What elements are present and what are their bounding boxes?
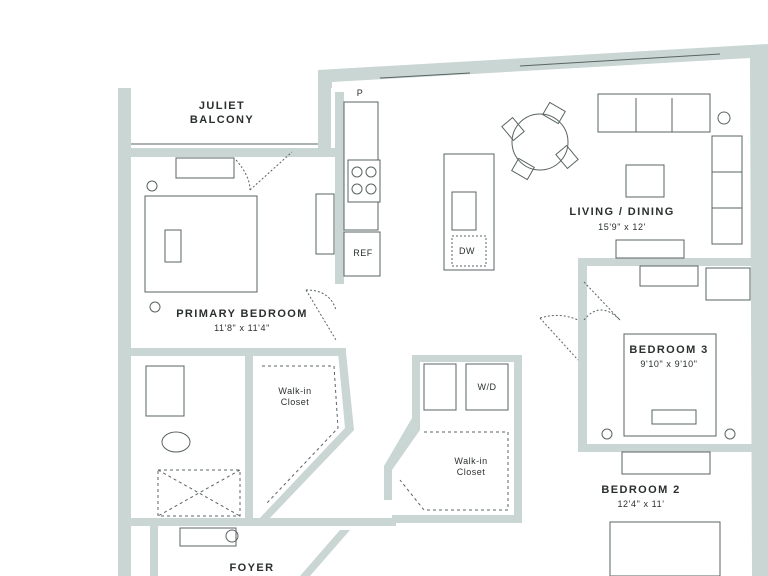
bed3-dresser — [639, 265, 699, 287]
bed2-bed — [609, 521, 721, 576]
wall-balcony — [131, 148, 336, 157]
window-top-1 — [379, 72, 471, 79]
door-primary — [305, 289, 337, 341]
lamp-living — [717, 111, 731, 125]
wall-bed3-top — [578, 258, 768, 266]
foyer-label: FOYER — [229, 562, 275, 574]
wall-bath-bottom — [131, 518, 396, 526]
wall-kitchen-left — [318, 70, 331, 152]
bed3-nightstand-2 — [724, 428, 736, 440]
nightstand-2 — [149, 301, 161, 313]
primary-desk — [315, 193, 335, 255]
bedroom2-dim: 12'4" x 11' — [617, 499, 665, 509]
burner-4 — [365, 183, 377, 195]
primary-bedroom-dim: 11'8" x 11'4" — [214, 323, 270, 333]
door-closet — [539, 314, 579, 361]
wall-closet2-diag — [384, 418, 420, 500]
foyer-console — [179, 527, 237, 547]
toilet — [161, 431, 191, 453]
wall-bath-right — [245, 352, 253, 520]
island-sink — [451, 191, 477, 231]
bedroom3-label: BEDROOM 3 — [629, 344, 709, 356]
foyer-light — [225, 529, 239, 543]
burner-2 — [365, 166, 377, 178]
door-bed3 — [583, 281, 621, 321]
shower — [157, 469, 241, 517]
wall-kitchen-lower — [335, 92, 344, 284]
chair-1 — [501, 116, 525, 142]
tv-console — [615, 239, 685, 259]
walkin-closet-1-line1: Walk-in — [278, 386, 312, 396]
bed3-bed — [623, 333, 717, 437]
wd-label: W/D — [477, 382, 497, 392]
wall-primary-bottom — [131, 348, 346, 356]
wall-foyer-diag — [300, 530, 350, 576]
wall-closet2-bottom — [392, 515, 522, 523]
side-sofa — [711, 135, 743, 245]
wall-closet2-right — [514, 355, 522, 523]
dishwasher — [451, 235, 487, 267]
living-dining-label: LIVING / DINING — [569, 206, 675, 218]
wall-closet-diag — [258, 352, 354, 520]
primary-pillow — [164, 229, 182, 263]
window-top-2 — [519, 53, 721, 67]
walkin-closet-2-line1: Walk-in — [454, 456, 488, 466]
dining-table — [511, 113, 569, 171]
washer-dryer — [465, 363, 509, 411]
burner-1 — [351, 166, 363, 178]
bed3-closet — [705, 267, 751, 301]
closet1-shelf — [262, 365, 339, 505]
wall-wd-left — [412, 355, 420, 425]
wall-wd-top — [412, 355, 520, 362]
coffee-table — [625, 164, 665, 198]
primary-bedroom-label: PRIMARY BEDROOM — [176, 308, 308, 320]
bedroom2-label: BEDROOM 2 — [601, 484, 681, 496]
bed3-pillow — [651, 409, 697, 425]
dw-label: DW — [459, 246, 475, 256]
sofa — [597, 93, 711, 133]
living-dining-dim: 15'9" x 12' — [598, 222, 646, 232]
chair-3 — [511, 157, 535, 181]
wd-shelf — [423, 363, 457, 411]
ref-label: REF — [353, 248, 373, 258]
shower-diag-2 — [157, 469, 241, 517]
juliet-balcony-label-line1: JULIET — [198, 100, 246, 112]
primary-bed — [144, 195, 258, 293]
wall-bed3-left — [578, 262, 587, 452]
primary-dresser — [175, 157, 235, 179]
chair-4 — [555, 144, 579, 170]
chair-2 — [542, 101, 566, 125]
wall-left-outer — [118, 88, 131, 576]
nightstand-1 — [146, 180, 158, 192]
wall-top — [318, 44, 768, 88]
bed3-nightstand-1 — [601, 428, 613, 440]
walls — [118, 44, 768, 576]
wall-right-outer — [750, 55, 768, 576]
refrigerator — [343, 231, 381, 277]
closet2-shelf — [399, 431, 509, 511]
juliet-balcony-label-line2: BALCONY — [189, 114, 255, 126]
bed2-dresser — [621, 451, 711, 475]
burner-3 — [351, 183, 363, 195]
bedroom3-dim: 9'10" x 9'10" — [640, 359, 698, 369]
door-balcony — [235, 151, 293, 191]
vanity — [145, 365, 185, 417]
shower-diag-1 — [157, 469, 241, 517]
walkin-closet-1-line2: Closet — [280, 397, 310, 407]
pantry-label: P — [356, 88, 364, 98]
cooktop — [347, 159, 381, 203]
walkin-closet-2-line2: Closet — [456, 467, 486, 477]
fixtures — [131, 53, 751, 576]
wall-foyer-left — [150, 526, 158, 576]
wall-bed3-bottom — [578, 444, 768, 452]
